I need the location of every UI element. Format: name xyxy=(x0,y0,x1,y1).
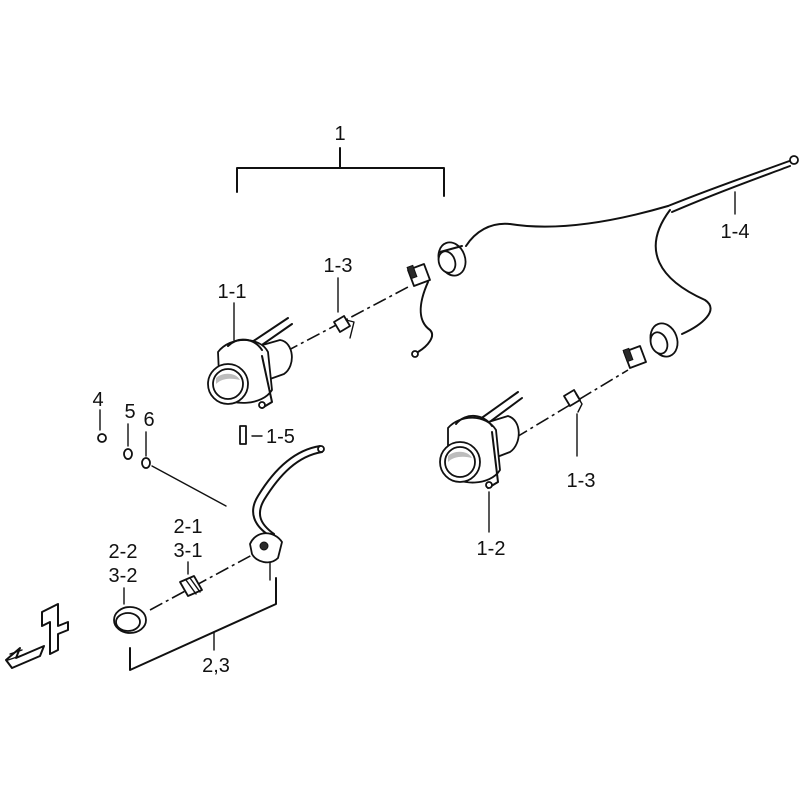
lower-grommet xyxy=(649,322,679,358)
front-direction-arrow-icon xyxy=(5,603,69,669)
label-1-1: 1-1 xyxy=(218,281,247,303)
lamp-1-2: 1-2 xyxy=(439,391,523,560)
bulb-1-3-lower: 1-3 xyxy=(563,389,596,492)
label-5: 5 xyxy=(124,401,135,423)
bulb-1-3-upper: 1-3 xyxy=(324,255,355,339)
label-2-3: 2,3 xyxy=(202,655,230,677)
lower-socket xyxy=(622,345,647,369)
wiring-harness-1-4: 1-4 xyxy=(465,155,799,335)
label-2-2: 2-2 xyxy=(109,541,138,563)
axis-lower xyxy=(514,369,629,439)
lamp-1-1: 1-1 xyxy=(207,281,293,409)
upper-socket xyxy=(406,263,434,358)
label-1-2: 1-2 xyxy=(477,538,506,560)
label-1-3-lower: 1-3 xyxy=(567,470,596,492)
screw-1-5: 1-5 xyxy=(239,425,295,448)
label-1: 1 xyxy=(334,123,345,145)
label-1-3-upper: 1-3 xyxy=(324,255,353,277)
fasteners-4-5-6: 4 5 6 xyxy=(92,389,227,507)
label-3-2: 3-2 xyxy=(109,565,138,587)
axis-upper xyxy=(284,285,411,353)
label-1-4: 1-4 xyxy=(721,221,750,243)
label-3-1: 3-1 xyxy=(174,540,203,562)
label-1-5: 1-5 xyxy=(266,426,295,448)
label-2-1: 2-1 xyxy=(174,516,203,538)
axis-bulb xyxy=(149,547,266,611)
label-4: 4 xyxy=(92,389,103,411)
label-6: 6 xyxy=(143,409,154,431)
group-1-bracket: 1 xyxy=(236,123,445,197)
upper-grommet xyxy=(437,241,467,277)
marker-lamp-2-3: 2,3 2-1 3-1 2-2 3-2 xyxy=(109,445,325,677)
